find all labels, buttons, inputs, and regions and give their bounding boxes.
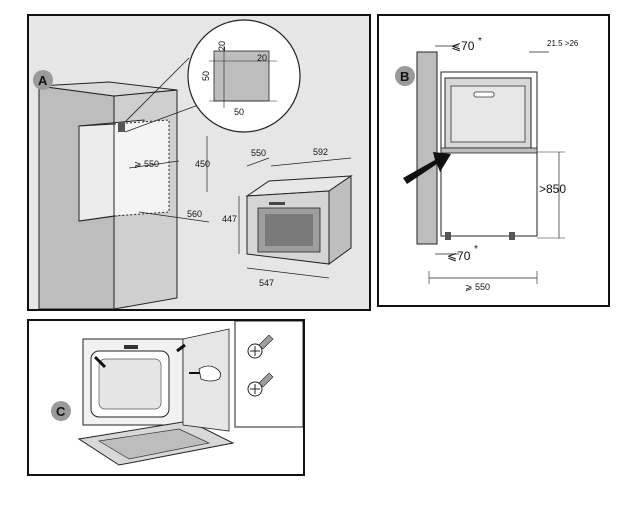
hand-with-screwdriver: [198, 365, 221, 382]
top-gap-footnote: *: [478, 36, 482, 47]
panel-b-drawing: ⩽70 * 21.5 >26 >850 ⩽70 * ⩾ 550 B: [395, 36, 579, 292]
detail-left-label: 50: [201, 71, 211, 81]
oven-handle: [473, 91, 495, 98]
panel-b-side-installation: ⩽70 * 21.5 >26 >850 ⩽70 * ⩾ 550 B: [377, 14, 610, 307]
offset-label: 21.5 >26: [547, 39, 579, 48]
detail-bottom-label: 50: [234, 107, 244, 117]
airflow-arrow: [403, 152, 451, 184]
bottom-gap-footnote: *: [474, 244, 478, 255]
oven-width-bottom-label: 547: [259, 278, 274, 288]
oven-height-label: 447: [222, 214, 237, 224]
oven-side: [328, 175, 352, 265]
panel-c-fixing-screws: C: [27, 319, 305, 476]
cavity-height-label: 450: [195, 159, 210, 169]
panel-c-drawing: C: [51, 321, 303, 466]
cavity-width-label: 560: [187, 209, 202, 219]
svg-text:C: C: [56, 404, 66, 419]
oven-handle: [269, 202, 285, 205]
support-shelf: [440, 147, 538, 154]
panel-a-cabinet-installation: 20 20 50 50 ⩾ 550 450 560 550 592 447 54…: [27, 14, 371, 311]
panel-a-drawing: 20 20 50 50 ⩾ 550 450 560 550 592 447 54…: [29, 16, 369, 309]
svg-text:A: A: [38, 73, 48, 88]
min-height-label: >850: [539, 182, 566, 196]
svg-text:B: B: [400, 69, 409, 84]
min-depth-label: ⩾ 550: [465, 282, 490, 292]
screw-icon: [247, 334, 274, 359]
wall-section: [416, 51, 438, 245]
panel-a-badge: [33, 70, 53, 90]
top-gap-label: ⩽70: [451, 39, 475, 53]
vent-opening: [118, 122, 125, 132]
bottom-gap-label: ⩽70: [447, 249, 471, 263]
panel-b-badge: [395, 66, 415, 86]
oven-depth-label: 550: [251, 148, 266, 158]
detail-right-label: 20: [257, 53, 267, 63]
oven-width-top-label: 592: [313, 147, 328, 157]
detail-top-label: 20: [217, 41, 227, 51]
screw-icon: [247, 372, 274, 397]
vent-detail-square: [213, 50, 270, 102]
panel-c-badge: [51, 401, 71, 421]
cavity-depth-label: ⩾ 550: [134, 159, 159, 169]
